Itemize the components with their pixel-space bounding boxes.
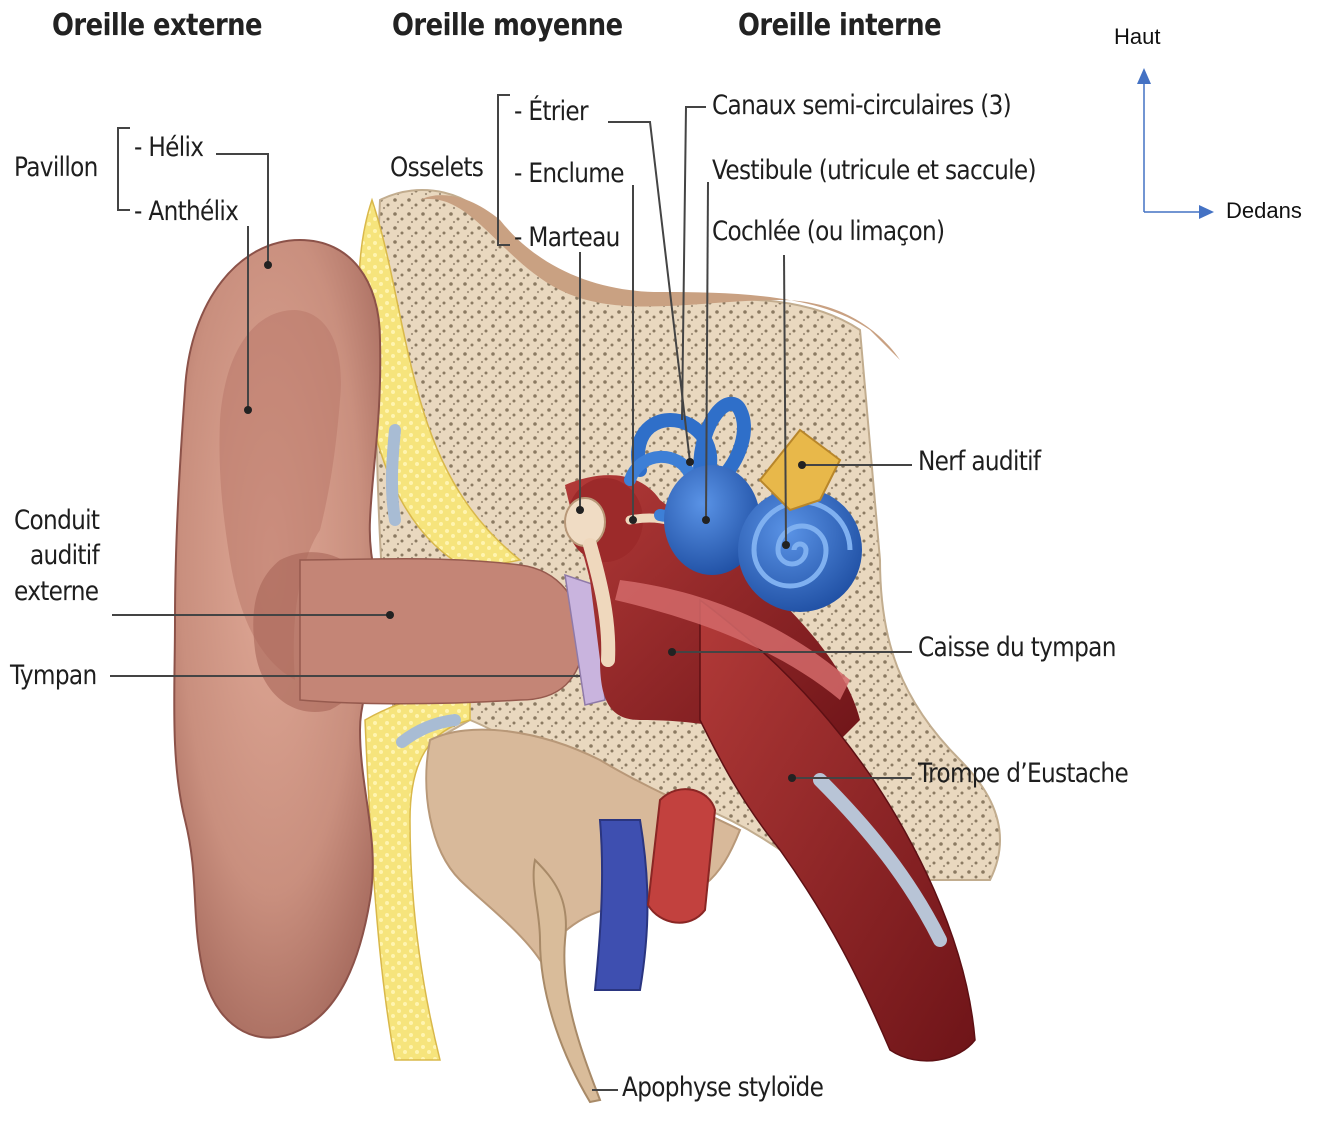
- label-cochlea: Cochlée (ou limaçon): [712, 216, 944, 247]
- label-anthelix: - Anthélix: [134, 196, 238, 227]
- label-auditory-nerve: Nerf auditif: [918, 446, 1040, 477]
- orientation-arrows: [1137, 68, 1214, 219]
- right-arrow-head: [1199, 205, 1214, 219]
- label-conduit-line2: auditif: [30, 540, 99, 571]
- orientation-inward-label: Dedans: [1226, 198, 1302, 224]
- label-conduit-line3: externe: [14, 576, 98, 607]
- label-enclume: - Enclume: [514, 158, 624, 189]
- label-eustachian-tube: Trompe d’Eustache: [918, 758, 1128, 789]
- label-helix: - Hélix: [134, 132, 203, 163]
- label-conduit-line1: Conduit: [14, 505, 99, 536]
- orientation-up-label: Haut: [1114, 24, 1160, 50]
- header-middle-ear: Oreille moyenne: [392, 8, 623, 43]
- cartilage-blue-upper: [392, 430, 395, 520]
- artery: [648, 789, 715, 923]
- label-pavillon: Pavillon: [14, 152, 98, 183]
- label-tympanic-cavity: Caisse du tympan: [918, 632, 1116, 663]
- up-arrow-head: [1137, 68, 1151, 84]
- header-inner-ear: Oreille interne: [738, 8, 941, 43]
- label-marteau: - Marteau: [514, 222, 620, 253]
- label-osselets: Osselets: [390, 152, 483, 183]
- label-tympan: Tympan: [10, 660, 96, 691]
- label-semicircular-canals: Canaux semi-circulaires (3): [712, 90, 1011, 121]
- header-outer-ear: Oreille externe: [52, 8, 262, 43]
- incus: [565, 498, 605, 546]
- label-styloid-process: Apophyse styloïde: [622, 1072, 823, 1103]
- ear-canal: [300, 559, 585, 704]
- label-vestibule: Vestibule (utricule et saccule): [712, 155, 1036, 186]
- vein: [595, 820, 648, 990]
- label-etrier: - Étrier: [514, 96, 588, 127]
